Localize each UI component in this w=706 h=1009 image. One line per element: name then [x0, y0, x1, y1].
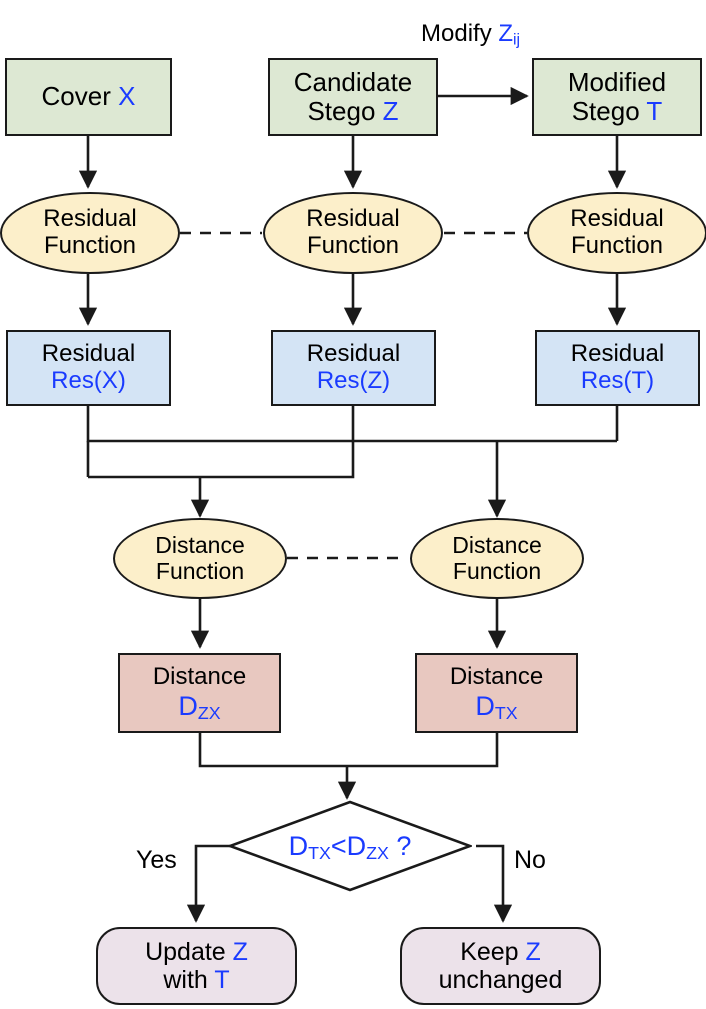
edge-label-modify: Modify Zij: [421, 20, 520, 48]
decision-right-symbol: D: [346, 830, 367, 861]
edge-distances-merge: [198, 733, 499, 768]
edge-resx-bus-upper-start: [86, 406, 617, 443]
node-residual-function-x[interactable]: Residual Function: [0, 192, 180, 274]
update-z-line2: with T: [163, 966, 229, 994]
decision-operator: <: [330, 830, 347, 861]
distance-tx-symbol: D: [475, 691, 495, 722]
decision-right-sub: ZX: [366, 842, 389, 863]
keep-z-text1: Keep: [460, 938, 526, 966]
update-z-symbol2: T: [214, 966, 230, 994]
candidate-stego-text: Stego: [307, 96, 383, 126]
decision-left-sub: TX: [308, 842, 331, 863]
residual-t-line2: Res(T): [580, 367, 655, 394]
distance-tx-line2: DTX: [475, 691, 518, 724]
residual-function-t-line1: Residual: [570, 205, 664, 233]
distance-zx-line1: Distance: [152, 663, 247, 691]
decision-question: ?: [388, 830, 412, 861]
modified-stego-symbol: T: [646, 96, 663, 126]
cover-label: Cover X: [42, 82, 136, 111]
residual-x-line2: Res(X): [51, 367, 126, 394]
distance-tx-subscript: TX: [494, 703, 518, 724]
decision-label: DTX<DZX ?: [289, 831, 412, 862]
edge-label-yes: Yes: [136, 846, 177, 874]
node-decision-dtx-lt-dzx[interactable]: DTX<DZX ?: [228, 800, 472, 892]
modified-stego-text: Stego: [571, 96, 647, 126]
candidate-stego-line1: Candidate: [293, 66, 413, 97]
modify-symbol: Z: [498, 20, 514, 47]
distance-function-right-line2: Function: [452, 557, 542, 584]
distance-zx-subscript: ZX: [197, 703, 221, 724]
decision-diamond-shape: [228, 800, 472, 892]
edge-label-no: No: [514, 846, 546, 874]
update-z-symbol1: Z: [232, 938, 248, 966]
distance-zx-symbol: D: [178, 691, 198, 722]
cover-text: Cover: [41, 81, 119, 112]
keep-z-line2: unchanged: [438, 966, 563, 994]
decision-left-symbol: D: [288, 830, 309, 861]
residual-t-line1: Residual: [570, 340, 665, 368]
modify-symbol-group: Zij: [498, 20, 521, 49]
node-distance-function-left[interactable]: Distance Function: [113, 518, 287, 599]
node-residual-function-z[interactable]: Residual Function: [263, 192, 443, 274]
node-modified-stego-t[interactable]: Modified Stego T: [532, 58, 702, 136]
node-residual-res-x[interactable]: Residual Res(X): [6, 330, 171, 406]
distance-zx-line2: DZX: [178, 691, 221, 724]
node-distance-function-right[interactable]: Distance Function: [410, 518, 584, 599]
residual-function-z-line1: Residual: [306, 205, 400, 233]
distance-function-left-line2: Function: [155, 557, 245, 584]
node-residual-res-t[interactable]: Residual Res(T): [535, 330, 700, 406]
residual-function-z-line2: Function: [306, 232, 400, 259]
residual-x-line1: Residual: [41, 340, 136, 368]
residual-z-line2: Res(Z): [316, 367, 391, 394]
distance-tx-line1: Distance: [449, 663, 544, 691]
node-candidate-stego-z[interactable]: Candidate Stego Z: [268, 58, 438, 136]
node-update-z-with-t[interactable]: Update Z with T: [96, 927, 297, 1005]
node-cover-x[interactable]: Cover X: [5, 58, 172, 136]
candidate-stego-symbol: Z: [382, 96, 399, 126]
node-distance-dzx[interactable]: Distance DZX: [118, 653, 281, 733]
edge-decision-yes: [186, 844, 232, 923]
edge-resz-bus-lower: [88, 406, 355, 479]
residual-function-t-line2: Function: [570, 232, 664, 259]
candidate-stego-line2: Stego Z: [307, 96, 399, 126]
keep-z-line1: Keep Z: [460, 938, 541, 966]
modified-stego-line1: Modified: [567, 66, 667, 97]
modify-text: Modify: [421, 20, 499, 47]
keep-z-symbol1: Z: [525, 938, 541, 966]
cover-symbol: X: [118, 81, 136, 112]
node-residual-res-z[interactable]: Residual Res(Z): [271, 330, 436, 406]
distance-function-left-line1: Distance: [155, 531, 245, 558]
modify-subscript: ij: [513, 31, 521, 49]
modified-stego-line2: Stego T: [571, 96, 663, 126]
distance-function-right-line1: Distance: [452, 531, 542, 558]
residual-function-x-line1: Residual: [43, 205, 137, 233]
update-z-text1: Update: [145, 938, 233, 966]
update-z-text2: with: [163, 966, 215, 994]
node-distance-dtx[interactable]: Distance DTX: [415, 653, 578, 733]
residual-function-x-line2: Function: [43, 232, 137, 259]
edge-decision-no: [476, 844, 513, 923]
node-residual-function-t[interactable]: Residual Function: [527, 192, 706, 274]
node-keep-z-unchanged[interactable]: Keep Z unchanged: [400, 927, 601, 1005]
residual-z-line1: Residual: [306, 340, 401, 368]
update-z-line1: Update Z: [145, 938, 248, 966]
